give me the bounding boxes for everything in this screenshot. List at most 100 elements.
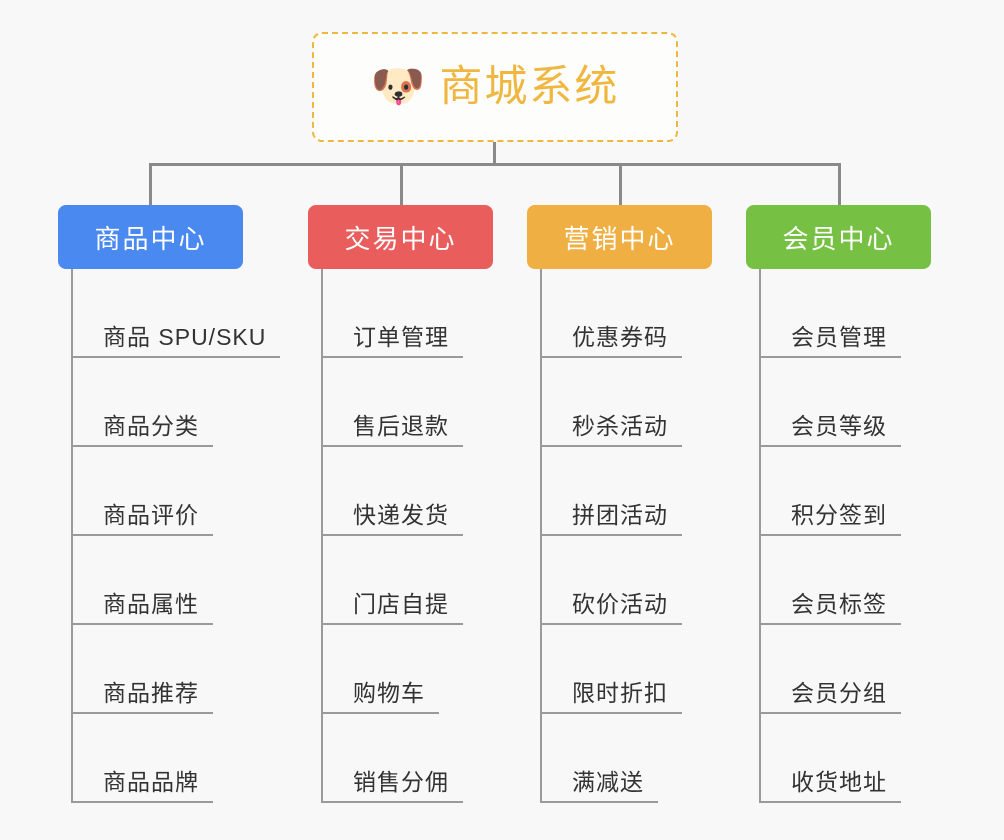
leaf-underline: 快递发货 (321, 501, 463, 536)
leaf-underline: 销售分佣 (321, 768, 463, 803)
category-column-product-center: 商品中心商品 SPU/SKU 商品分类商品评价商品属性商品推荐商品品牌 (58, 205, 281, 803)
leaf-list-member-center: 会员管理会员等级积分签到会员标签会员分组收货地址 (746, 269, 931, 803)
leaf-underline: 商品属性 (71, 590, 213, 625)
leaf-label: 会员管理 (791, 323, 887, 350)
leaf-spine (321, 269, 323, 803)
leaf-underline: 商品品牌 (71, 768, 213, 803)
leaf-item[interactable]: 限时折扣 (527, 625, 712, 714)
leaf-label: 秒杀活动 (572, 412, 668, 439)
leaf-item[interactable]: 会员等级 (746, 358, 931, 447)
leaf-underline: 商品推荐 (71, 679, 213, 714)
leaf-label: 优惠券码 (572, 323, 668, 350)
leaf-list-trade-center: 订单管理售后退款快递发货门店自提购物车销售分佣 (308, 269, 493, 803)
connector-drop-marketing-center (619, 163, 622, 205)
connector-drop-trade-center (400, 163, 403, 205)
leaf-underline: 收货地址 (759, 768, 901, 803)
leaf-underline: 商品分类 (71, 412, 213, 447)
leaf-item[interactable]: 门店自提 (308, 536, 493, 625)
leaf-item[interactable]: 会员标签 (746, 536, 931, 625)
leaf-item[interactable]: 优惠券码 (527, 269, 712, 358)
dog-face-icon: 🐶 (370, 62, 426, 111)
leaf-spine (759, 269, 761, 803)
leaf-label: 订单管理 (353, 323, 449, 350)
leaf-underline: 售后退款 (321, 412, 463, 447)
leaf-underline: 优惠券码 (540, 323, 682, 358)
leaf-underline: 门店自提 (321, 591, 463, 625)
leaf-label: 满减送 (572, 768, 644, 795)
category-label: 商品中心 (94, 223, 207, 254)
leaf-label: 商品品牌 (103, 768, 199, 795)
leaf-item[interactable]: 满减送 (527, 714, 712, 803)
leaf-underline: 砍价活动 (540, 590, 682, 625)
leaf-item[interactable]: 商品评价 (58, 447, 243, 536)
leaf-underline: 限时折扣 (540, 679, 682, 714)
leaf-item[interactable]: 商品推荐 (58, 625, 243, 714)
connector-horizontal-bar (149, 163, 840, 166)
leaf-item[interactable]: 拼团活动 (527, 447, 712, 536)
leaf-item[interactable]: 秒杀活动 (527, 358, 712, 447)
leaf-item[interactable]: 订单管理 (308, 269, 493, 358)
leaf-item[interactable]: 积分签到 (746, 447, 931, 536)
leaf-underline: 秒杀活动 (540, 412, 682, 447)
leaf-underline: 会员标签 (759, 590, 901, 625)
leaf-underline: 满减送 (540, 768, 658, 803)
leaf-underline: 拼团活动 (540, 501, 682, 536)
leaf-label: 收货地址 (791, 768, 887, 795)
category-column-member-center: 会员中心会员管理会员等级积分签到会员标签会员分组收货地址 (746, 205, 931, 803)
leaf-underline: 订单管理 (321, 323, 463, 358)
leaf-item[interactable]: 销售分佣 (308, 714, 493, 803)
leaf-item[interactable]: 商品品牌 (58, 714, 243, 803)
leaf-underline: 会员管理 (759, 323, 901, 358)
category-column-trade-center: 交易中心订单管理售后退款快递发货门店自提购物车销售分佣 (308, 205, 493, 803)
leaf-spine (71, 269, 73, 803)
category-header-member-center[interactable]: 会员中心 (746, 205, 931, 269)
leaf-underline: 积分签到 (759, 501, 901, 536)
leaf-label: 拼团活动 (572, 501, 668, 528)
leaf-item[interactable]: 会员分组 (746, 625, 931, 714)
leaf-underline: 会员分组 (759, 679, 901, 714)
root-title: 商城系统 (439, 62, 620, 111)
leaf-item[interactable]: 售后退款 (308, 358, 493, 447)
category-label: 交易中心 (344, 223, 457, 254)
leaf-list-product-center: 商品 SPU/SKU 商品分类商品评价商品属性商品推荐商品品牌 (58, 269, 281, 803)
leaf-item[interactable]: 会员管理 (746, 269, 931, 358)
leaf-label: 快递发货 (353, 501, 449, 528)
connector-stem (493, 142, 496, 166)
leaf-item[interactable]: 收货地址 (746, 714, 931, 803)
leaf-label: 商品属性 (103, 590, 199, 617)
category-label: 会员中心 (782, 223, 895, 254)
leaf-underline: 购物车 (321, 679, 439, 714)
leaf-label: 商品分类 (103, 412, 199, 439)
category-column-marketing-center: 营销中心优惠券码秒杀活动拼团活动砍价活动限时折扣满减送 (527, 205, 712, 803)
leaf-item[interactable]: 商品 SPU/SKU (58, 269, 281, 358)
leaf-item[interactable]: 购物车 (308, 625, 493, 714)
leaf-underline: 商品 SPU/SKU (71, 323, 281, 358)
leaf-label: 销售分佣 (353, 768, 449, 795)
category-header-product-center[interactable]: 商品中心 (58, 205, 243, 269)
leaf-label: 会员标签 (791, 590, 887, 617)
leaf-item[interactable]: 商品属性 (58, 536, 243, 625)
leaf-spine (540, 269, 542, 803)
category-label: 营销中心 (563, 223, 676, 254)
leaf-label: 商品评价 (103, 501, 199, 528)
leaf-label: 商品推荐 (103, 679, 199, 706)
leaf-item[interactable]: 快递发货 (308, 447, 493, 536)
leaf-label: 会员分组 (791, 679, 887, 706)
leaf-label: 商品 SPU/SKU (103, 323, 267, 350)
leaf-label: 售后退款 (353, 412, 449, 439)
leaf-label: 积分签到 (791, 501, 887, 528)
leaf-list-marketing-center: 优惠券码秒杀活动拼团活动砍价活动限时折扣满减送 (527, 269, 712, 803)
category-header-trade-center[interactable]: 交易中心 (308, 205, 493, 269)
leaf-label: 砍价活动 (572, 590, 668, 617)
category-header-marketing-center[interactable]: 营销中心 (527, 205, 712, 269)
leaf-label: 会员等级 (791, 412, 887, 439)
leaf-item[interactable]: 砍价活动 (527, 536, 712, 625)
leaf-underline: 商品评价 (71, 501, 213, 536)
leaf-underline: 会员等级 (759, 412, 901, 447)
connector-drop-member-center (838, 163, 841, 205)
root-node[interactable]: 🐶 商城系统 (312, 32, 678, 142)
leaf-label: 限时折扣 (572, 679, 668, 706)
leaf-item[interactable]: 商品分类 (58, 358, 243, 447)
leaf-label: 购物车 (353, 679, 425, 706)
